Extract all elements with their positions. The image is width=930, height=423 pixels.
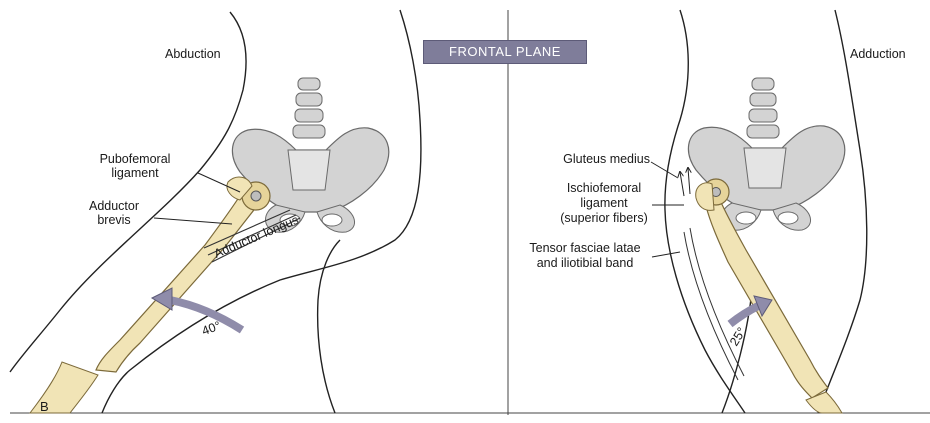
- adductor-brevis-label-line1: Adductor: [64, 199, 164, 213]
- tensor-fasciae-label-line2: and iliotibial band: [518, 256, 652, 270]
- tensor-fasciae-label-line1: Tensor fasciae latae: [518, 241, 652, 255]
- right-body-outline: [665, 10, 867, 413]
- frontal-plane-banner: FRONTAL PLANE: [423, 40, 587, 64]
- adduction-title: Adduction: [850, 47, 906, 61]
- pubofemoral-label-line1: Pubofemoral: [68, 152, 202, 166]
- abduction-title: Abduction: [165, 47, 221, 61]
- ischiofemoral-label-line3: (superior fibers): [556, 211, 652, 225]
- right-leader-lines: [651, 162, 684, 257]
- left-spine: [293, 78, 325, 138]
- left-pelvis: [232, 128, 388, 232]
- gluteus-arrows: [680, 168, 690, 196]
- pubofemoral-label-line2: ligament: [68, 166, 202, 180]
- gluteus-medius-label: Gluteus medius: [520, 152, 650, 166]
- ischiofemoral-label-line1: Ischiofemoral: [556, 181, 652, 195]
- ischiofemoral-label-line2: ligament: [556, 196, 652, 210]
- adductor-brevis-label-line2: brevis: [64, 213, 164, 227]
- panel-letter-b: B: [40, 400, 49, 414]
- right-spine: [747, 78, 779, 138]
